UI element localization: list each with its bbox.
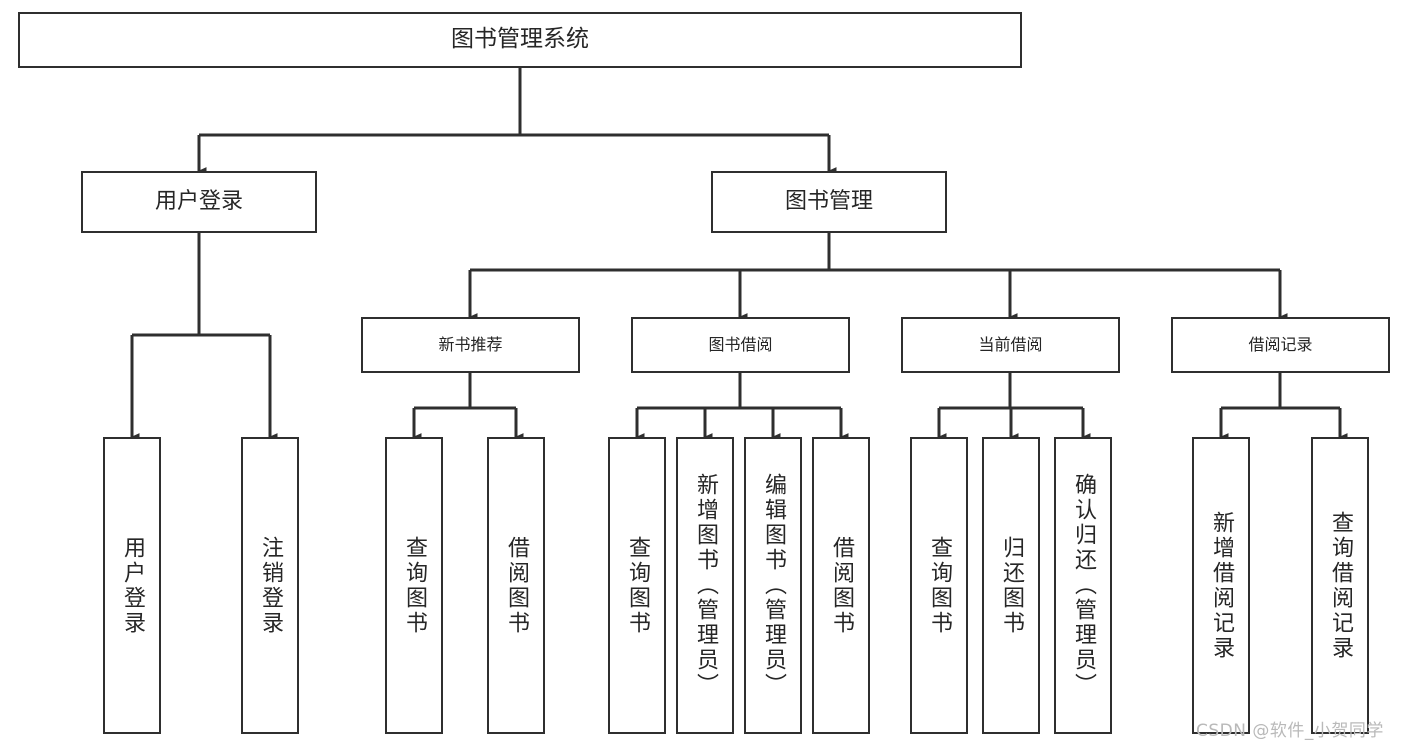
node-leaf-query-book-3[interactable]: 查询图书 — [910, 437, 968, 734]
node-label: 图书借阅 — [708, 334, 773, 354]
node-label: 编辑图书（管理员） — [761, 473, 786, 698]
node-leaf-confirm-return[interactable]: 确认归还（管理员） — [1054, 437, 1112, 734]
node-label: 新书推荐 — [438, 334, 503, 354]
node-label: 借阅图书 — [829, 535, 854, 636]
node-label: 查询图书 — [402, 535, 427, 636]
connector-layer — [130, 68, 1348, 441]
node-book-management[interactable]: 图书管理 — [711, 171, 947, 233]
node-label: 新增借阅记录 — [1209, 510, 1234, 661]
node-label: 图书管理系统 — [451, 26, 589, 53]
node-leaf-user-login[interactable]: 用户登录 — [103, 437, 161, 734]
node-leaf-add-book[interactable]: 新增图书（管理员） — [676, 437, 734, 734]
node-user-login[interactable]: 用户登录 — [81, 171, 317, 233]
node-label: 当前借阅 — [978, 334, 1043, 354]
node-current-borrow[interactable]: 当前借阅 — [901, 317, 1120, 373]
node-leaf-edit-book[interactable]: 编辑图书（管理员） — [744, 437, 802, 734]
node-label: 用户登录 — [120, 535, 145, 636]
node-root[interactable]: 图书管理系统 — [18, 12, 1022, 68]
node-leaf-borrow-book-2[interactable]: 借阅图书 — [812, 437, 870, 734]
node-label: 借阅记录 — [1248, 334, 1313, 354]
node-label: 查询借阅记录 — [1328, 510, 1353, 661]
node-label: 借阅图书 — [504, 535, 529, 636]
node-label: 图书管理 — [784, 189, 873, 215]
node-leaf-borrow-book-1[interactable]: 借阅图书 — [487, 437, 545, 734]
node-book-borrow[interactable]: 图书借阅 — [631, 317, 850, 373]
node-label: 用户登录 — [154, 189, 243, 215]
node-label: 新增图书（管理员） — [693, 473, 718, 698]
node-leaf-add-record[interactable]: 新增借阅记录 — [1192, 437, 1250, 734]
node-label: 查询图书 — [927, 535, 952, 636]
node-leaf-query-book-1[interactable]: 查询图书 — [385, 437, 443, 734]
node-borrow-record[interactable]: 借阅记录 — [1171, 317, 1390, 373]
node-label: 查询图书 — [625, 535, 650, 636]
node-leaf-return-book[interactable]: 归还图书 — [982, 437, 1040, 734]
node-label: 确认归还（管理员） — [1071, 473, 1096, 698]
node-leaf-query-record[interactable]: 查询借阅记录 — [1311, 437, 1369, 734]
node-leaf-logout[interactable]: 注销登录 — [241, 437, 299, 734]
node-new-book-recommend[interactable]: 新书推荐 — [361, 317, 580, 373]
node-label: 归还图书 — [999, 535, 1024, 636]
node-leaf-query-book-2[interactable]: 查询图书 — [608, 437, 666, 734]
node-label: 注销登录 — [258, 535, 283, 636]
